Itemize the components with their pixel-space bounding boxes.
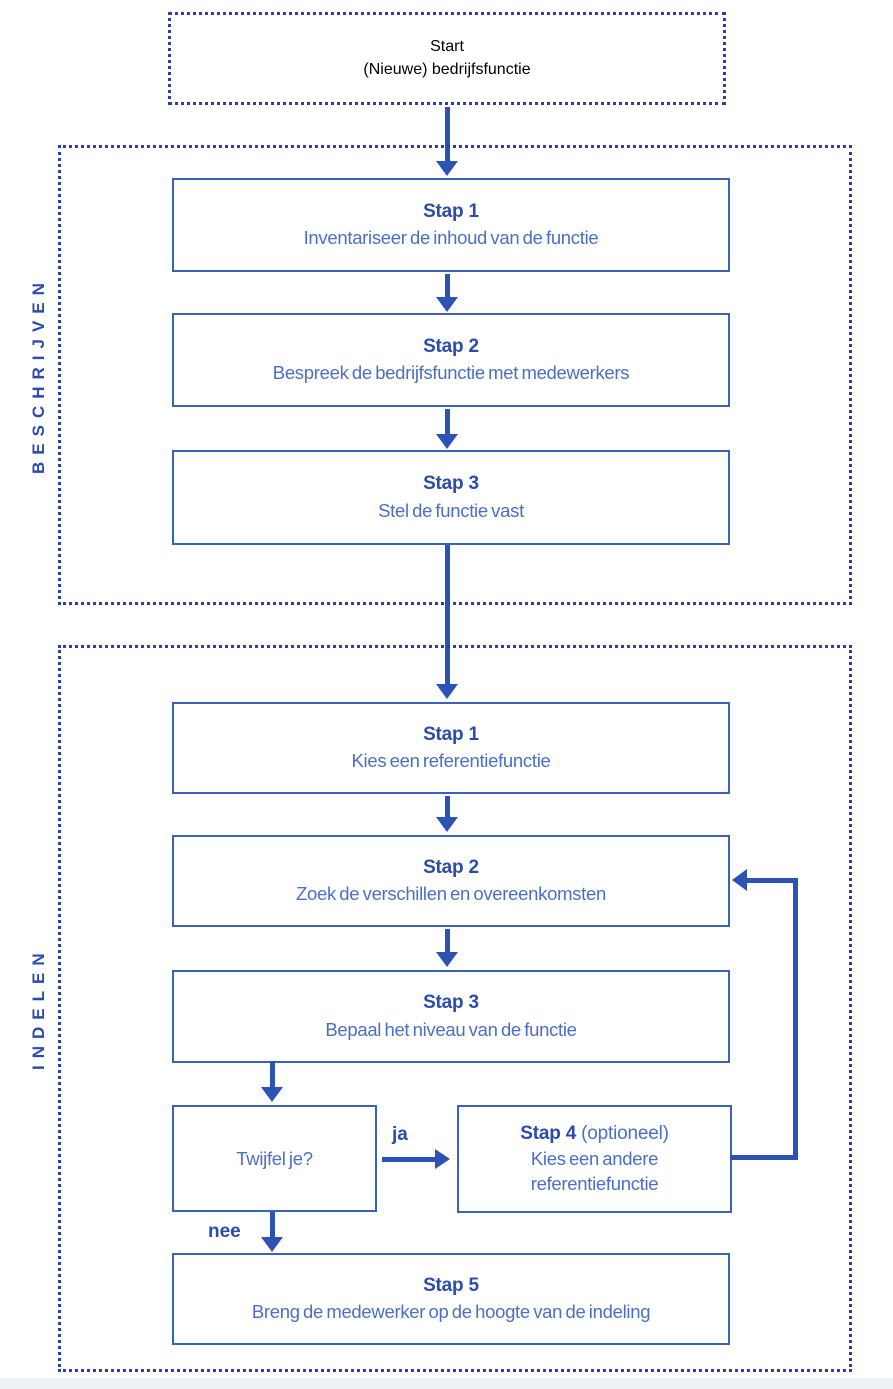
decision-box: Twijfel je? <box>172 1105 377 1212</box>
beschrijven-stap2-text: Bespreek de bedrijfsfunctie met medewerk… <box>272 362 630 384</box>
edge-label-nee: nee <box>208 1221 241 1242</box>
beschrijven-stap3-title: Stap 3 <box>423 473 479 495</box>
indelen-stap2-box: Stap 2 Zoek de verschillen en overeenkom… <box>172 835 730 927</box>
arrowhead-down-icon <box>436 684 458 699</box>
arrow-decision-to-stap5 <box>270 1212 275 1238</box>
arrowhead-down-icon <box>436 297 458 312</box>
arrow-i2-to-i3 <box>445 929 450 953</box>
arrowhead-down-icon <box>261 1237 283 1252</box>
arrow-b1-to-b2 <box>445 274 450 298</box>
arrow-decision-to-stap4 <box>382 1157 436 1162</box>
indelen-stap3-text: Bepaal het niveau van de functie <box>325 1018 577 1040</box>
arrowhead-right-icon <box>435 1149 450 1169</box>
indelen-stap2-title: Stap 2 <box>423 856 479 878</box>
page-bottom-strip <box>0 1378 893 1389</box>
arrow-beschrijven-to-indelen <box>445 545 450 685</box>
indelen-stap4-line1: Kies een andere <box>530 1147 659 1169</box>
beschrijven-stap1-box: Stap 1 Inventariseer de inhoud van de fu… <box>172 178 730 272</box>
arrowhead-down-icon <box>436 161 458 176</box>
arrowhead-down-icon <box>436 952 458 967</box>
indelen-stap1-title: Stap 1 <box>423 723 479 745</box>
arrow-b2-to-b3 <box>445 409 450 435</box>
loop-segment-bottom <box>730 1155 798 1160</box>
indelen-stap5-box: Stap 5 Breng de medewerker op de hoogte … <box>172 1253 730 1345</box>
indelen-stap4-line2: referentiefunctie <box>530 1172 659 1194</box>
indelen-stap5-title: Stap 5 <box>423 1274 479 1296</box>
arrow-start-to-stap1 <box>445 107 450 162</box>
beschrijven-stap1-text: Inventariseer de inhoud van de functie <box>303 227 599 249</box>
beschrijven-stap3-box: Stap 3 Stel de functie vast <box>172 450 730 545</box>
indelen-stap3-title: Stap 3 <box>423 992 479 1014</box>
beschrijven-stap2-title: Stap 2 <box>423 335 479 357</box>
indelen-stap4-box: Stap 4 (optioneel) Kies een andere refer… <box>457 1105 732 1213</box>
indelen-container <box>58 645 852 1372</box>
indelen-label: INDELEN <box>29 946 48 1071</box>
beschrijven-stap2-box: Stap 2 Bespreek de bedrijfsfunctie met m… <box>172 313 730 407</box>
loop-segment-top <box>746 878 798 883</box>
indelen-stap1-text: Kies een referentiefunctie <box>351 750 551 772</box>
start-subtitle: (Nieuwe) bedrijfsfunctie <box>363 58 531 81</box>
indelen-stap2-text: Zoek de verschillen en overeenkomsten <box>296 883 606 905</box>
edge-label-ja: ja <box>392 1124 408 1145</box>
decision-text: Twijfel je? <box>236 1147 313 1169</box>
start-title: Start <box>430 36 464 59</box>
loop-segment-vertical <box>793 878 798 1160</box>
start-node: Start (Nieuwe) bedrijfsfunctie <box>168 12 726 105</box>
beschrijven-label: BESCHRIJVEN <box>29 276 48 474</box>
arrowhead-down-icon <box>261 1087 283 1102</box>
arrowhead-left-icon <box>732 869 747 891</box>
arrow-i1-to-i2 <box>445 796 450 818</box>
arrowhead-down-icon <box>436 817 458 832</box>
stap4-title-bold: Stap 4 <box>520 1123 577 1145</box>
indelen-stap5-text: Breng de medewerker op de hoogte van de … <box>251 1301 651 1323</box>
beschrijven-stap1-title: Stap 1 <box>423 200 479 222</box>
indelen-stap4-title: Stap 4 (optioneel) <box>520 1121 669 1147</box>
beschrijven-container <box>58 145 852 605</box>
indelen-stap1-box: Stap 1 Kies een referentiefunctie <box>172 702 730 794</box>
arrow-i3-to-decision <box>270 1061 275 1088</box>
stap4-title-note: (optioneel) <box>581 1123 669 1145</box>
beschrijven-stap3-text: Stel de functie vast <box>378 499 524 521</box>
indelen-stap3-box: Stap 3 Bepaal het niveau van de functie <box>172 970 730 1063</box>
arrowhead-down-icon <box>436 434 458 449</box>
